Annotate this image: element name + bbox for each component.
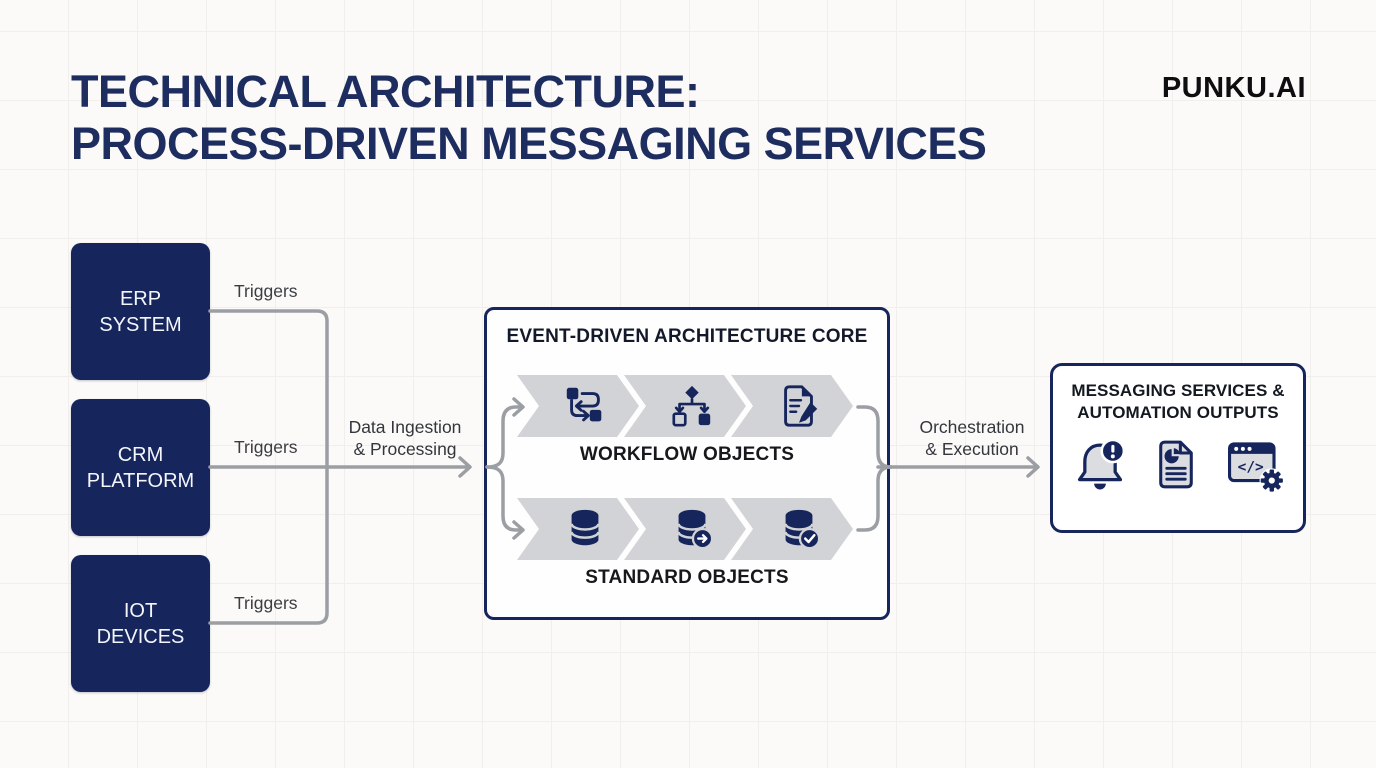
report-document-icon bbox=[1159, 440, 1193, 489]
connector-erp-iot-bracket bbox=[208, 309, 329, 625]
core-container: EVENT-DRIVEN ARCHITECTURE CORE bbox=[484, 307, 890, 620]
outputs-title: MESSAGING SERVICES & AUTOMATION OUTPUTS bbox=[1071, 381, 1285, 422]
outputs-container: MESSAGING SERVICES & AUTOMATION OUTPUTS … bbox=[1050, 363, 1306, 533]
page-title-line2: PROCESS-DRIVEN MESSAGING SERVICES bbox=[71, 118, 987, 169]
source-box-crm-platform: CRM PLATFORM bbox=[71, 399, 210, 536]
edge-label-iot-triggers: Triggers bbox=[234, 593, 298, 613]
brand-logo: PUNKU.AI bbox=[1161, 72, 1306, 104]
workflow-objects-row bbox=[517, 375, 853, 437]
source-box-erp-system: ERP SYSTEM bbox=[71, 243, 210, 380]
edge-label-crm-triggers: Triggers bbox=[234, 437, 298, 457]
notification-alert-icon bbox=[1077, 438, 1126, 490]
edge-label-data-ingestion: Data Ingestion & Processing bbox=[348, 417, 462, 459]
database-transfer-icon bbox=[677, 509, 714, 550]
core-title: EVENT-DRIVEN ARCHITECTURE CORE bbox=[506, 326, 868, 347]
page-title-line1: TECHNICAL ARCHITECTURE: bbox=[71, 66, 700, 117]
decision-flowchart-icon bbox=[672, 385, 711, 427]
arrowhead-ingestion bbox=[458, 456, 472, 478]
database-icon bbox=[570, 509, 600, 546]
source-box-iot-devices: IOT DEVICES bbox=[71, 555, 210, 692]
chevron-step bbox=[517, 375, 639, 437]
code-automation-icon: </> bbox=[1228, 442, 1284, 492]
outputs-icon-row: </> bbox=[1053, 437, 1303, 493]
process-loop-icon bbox=[566, 387, 602, 422]
arrowhead-orchestration bbox=[1026, 456, 1040, 478]
chevron-step bbox=[517, 498, 639, 560]
chevron-step bbox=[731, 498, 853, 560]
document-edit-icon bbox=[784, 385, 818, 427]
chevron-step bbox=[624, 375, 746, 437]
edge-label-orchestration: Orchestration & Execution bbox=[919, 417, 1025, 459]
database-check-icon bbox=[784, 509, 821, 550]
standard-objects-row bbox=[517, 498, 853, 560]
svg-text:</>: </> bbox=[1238, 460, 1264, 476]
page-title: TECHNICAL ARCHITECTURE: PROCESS-DRIVEN M… bbox=[71, 66, 987, 170]
chevron-step bbox=[731, 375, 853, 437]
edge-label-erp-triggers: Triggers bbox=[234, 281, 298, 301]
workflow-objects-label: WORKFLOW OBJECTS bbox=[579, 444, 795, 465]
standard-objects-label: STANDARD OBJECTS bbox=[585, 567, 789, 588]
chevron-step bbox=[624, 498, 746, 560]
